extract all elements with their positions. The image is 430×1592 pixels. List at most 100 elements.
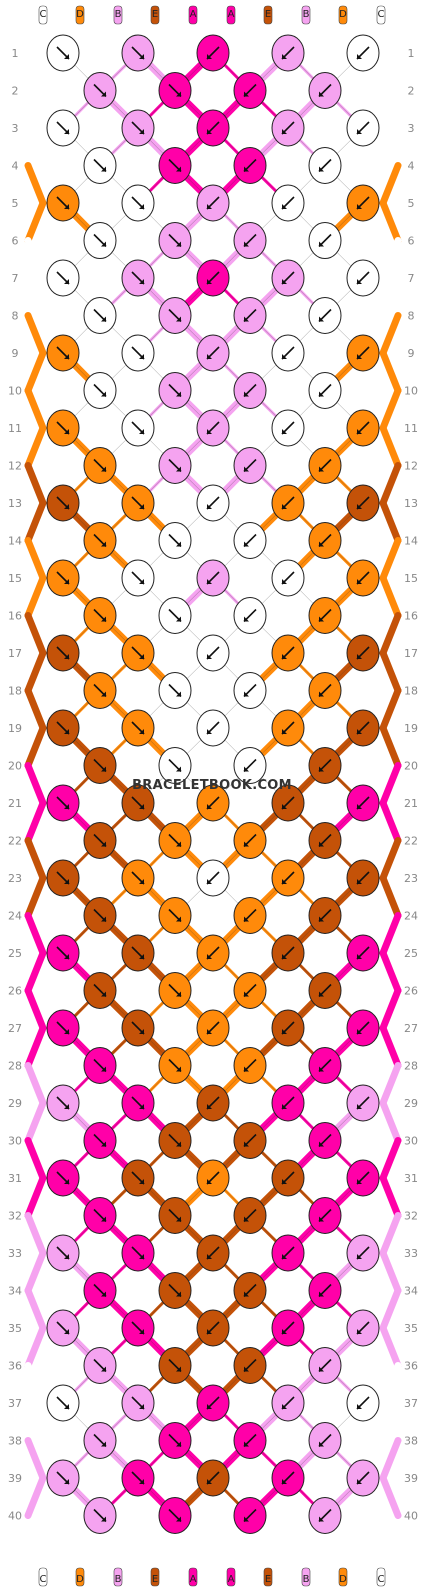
arrow-head-icon <box>319 91 324 97</box>
knot <box>346 934 380 972</box>
knot <box>83 672 117 709</box>
knot <box>346 259 380 297</box>
arrow-head-icon <box>207 879 212 884</box>
arrow-head-icon <box>139 654 144 659</box>
arrow-head-icon <box>357 804 362 809</box>
edge-strand <box>379 687 402 732</box>
arrow-head-icon <box>244 691 249 697</box>
arrow-head-icon <box>282 1329 287 1334</box>
arrow-head-icon <box>319 1516 324 1522</box>
bottom-strand-letter: E <box>265 1574 271 1585</box>
knot <box>308 822 342 859</box>
arrow-head-icon <box>282 1404 287 1409</box>
row-number-left: 2 <box>12 85 19 98</box>
arrow-head-icon <box>176 1516 181 1522</box>
arrow-head-icon <box>319 691 324 697</box>
knot <box>346 709 380 747</box>
arrow-head-icon <box>207 1404 212 1409</box>
knot <box>158 147 192 184</box>
arrow-head-icon <box>176 1141 181 1147</box>
knot <box>308 1197 342 1234</box>
row-number-left: 30 <box>8 1135 22 1148</box>
row-number-right: 23 <box>404 872 418 885</box>
arrow-head-icon <box>64 579 69 584</box>
edge-strand <box>379 87 402 132</box>
arrow-head-icon <box>176 616 181 622</box>
arrow-head-icon <box>64 1329 69 1334</box>
knot <box>233 1347 267 1384</box>
knot <box>83 1122 117 1159</box>
edge-strand <box>379 799 402 844</box>
edge-strand <box>24 124 47 169</box>
arrow-head-icon <box>176 241 181 247</box>
arrow-head-icon <box>101 691 106 697</box>
top-strand-tail <box>338 5 348 25</box>
knot <box>346 109 380 147</box>
arrow-head-icon <box>64 1479 69 1484</box>
row-number-left: 7 <box>12 272 19 285</box>
row-number-left: 4 <box>12 160 19 173</box>
knot <box>346 859 380 897</box>
knot <box>308 372 342 409</box>
row-number-left: 36 <box>8 1360 22 1373</box>
edge-strand <box>24 312 47 357</box>
arrow-head-icon <box>282 279 287 284</box>
edge-strand <box>379 912 402 957</box>
row-number-left: 15 <box>8 572 22 585</box>
knot <box>158 222 192 259</box>
arrow-head-icon <box>244 616 249 622</box>
row-number-right: 8 <box>408 310 415 323</box>
arrow-head-icon <box>207 1104 212 1109</box>
top-strand-letter: A <box>190 9 197 20</box>
knot <box>346 1309 380 1347</box>
knot <box>121 484 155 522</box>
top-strand-tail <box>263 5 273 25</box>
knot <box>233 1047 267 1084</box>
knot <box>46 934 80 972</box>
row-number-left: 27 <box>8 1022 22 1035</box>
row-number-right: 13 <box>404 497 418 510</box>
top-strand-letter: D <box>76 9 84 20</box>
edge-strand <box>24 1024 47 1069</box>
arrow-head-icon <box>357 204 362 209</box>
knot <box>46 259 80 297</box>
knot <box>46 409 80 447</box>
row-number-left: 38 <box>8 1435 22 1448</box>
edge-strand <box>24 237 47 282</box>
edge-strand <box>379 1062 402 1107</box>
arrow-head-icon <box>319 766 324 772</box>
row-number-right: 31 <box>404 1172 418 1185</box>
knot <box>83 897 117 934</box>
arrow-head-icon <box>139 1104 144 1109</box>
arrow-head-icon <box>282 429 287 434</box>
arrow-head-icon <box>244 991 249 997</box>
row-number-left: 13 <box>8 497 22 510</box>
edge-strand <box>379 424 402 469</box>
arrow-head-icon <box>101 841 106 847</box>
arrow-head-icon <box>101 91 106 97</box>
bottom-strand-tail <box>38 1567 48 1587</box>
row-number-right: 38 <box>404 1435 418 1448</box>
edge-strand <box>24 1437 47 1482</box>
knot <box>83 1422 117 1459</box>
knot <box>346 1084 380 1122</box>
arrow-head-icon <box>357 1329 362 1334</box>
arrow-head-icon <box>244 391 249 397</box>
knot <box>121 934 155 972</box>
row-number-left: 12 <box>8 460 22 473</box>
arrow-head-icon <box>176 91 181 97</box>
row-number-right: 4 <box>408 160 415 173</box>
knot <box>346 409 380 447</box>
knot <box>346 1234 380 1272</box>
arrow-head-icon <box>357 354 362 359</box>
knot <box>271 559 305 597</box>
arrow-head-icon <box>207 1029 212 1034</box>
arrow-head-icon <box>207 279 212 284</box>
knot <box>46 1084 80 1122</box>
arrow-head-icon <box>139 579 144 584</box>
arrow-head-icon <box>176 1066 181 1072</box>
knot <box>158 1497 192 1534</box>
top-strand-letter: C <box>378 9 385 20</box>
top-strand-letter: A <box>228 9 235 20</box>
